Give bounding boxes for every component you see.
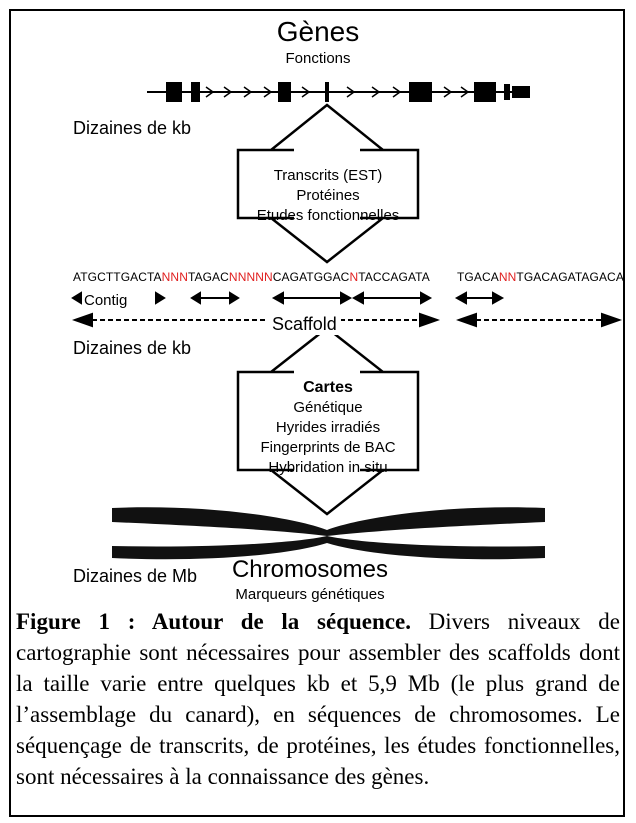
bottom-box-line: Génétique [293, 399, 363, 416]
scale-label-chromosome: Dizaines de Mb [73, 566, 198, 586]
exon-8 [512, 86, 530, 98]
bottom-box-line: Hybridation in situ [268, 459, 388, 476]
scale-label-genes: Dizaines de kb [73, 118, 192, 138]
exon-2 [191, 82, 200, 102]
double-arrow-top [236, 103, 420, 264]
chromosomes-subtitle: Marqueurs génétiques [235, 586, 385, 603]
contig-arrows [71, 291, 505, 305]
sequence-part-2: TGACANNTGACAGATAGACA [457, 270, 624, 284]
sequence-bases: TGACA [457, 270, 499, 284]
double-arrow-bottom [236, 326, 420, 516]
exon-4 [325, 82, 329, 102]
sequence-gap: NNNNN [228, 270, 273, 284]
genes-title: Gènes [276, 16, 360, 47]
chromosomes-title: Chromosomes [231, 556, 389, 583]
exon-5 [409, 82, 432, 102]
chromosome [112, 507, 545, 560]
scaffold-label: Scaffold [268, 314, 341, 335]
sequence-part-1: ATGCTTGACTANNNTAGACNNNNNCAGATGGACNTACCAG… [73, 270, 430, 284]
scale-label-scaffold: Dizaines de kb [73, 338, 192, 358]
bottom-box-title: Cartes [303, 379, 353, 396]
figure-frame [9, 9, 625, 817]
sequence-bases: TGACAGATAGACA [516, 270, 624, 284]
genes-subtitle: Fonctions [285, 50, 351, 67]
sequence-gap: NN [498, 270, 517, 284]
contig-text: Contig [84, 292, 128, 309]
sequence-bases: TACCAGATA [358, 270, 430, 284]
caption-text: Divers niveaux de cartographie sont néce… [16, 609, 620, 789]
bottom-box-text: Cartes Génétique Hyrides irradiés Finger… [238, 378, 418, 478]
top-box-line: Protéines [296, 187, 360, 204]
top-box-line: Transcrits (EST) [273, 167, 383, 184]
figure-caption: Figure 1 : Autour de la séquence. Divers… [16, 606, 620, 792]
top-box-line: Etudes fonctionnelles [256, 207, 400, 224]
exon-1 [166, 82, 182, 102]
exon-7 [504, 84, 510, 100]
sequence-gap: NNN [161, 270, 188, 284]
sequence-bases: CAGATGGAC [272, 270, 350, 284]
contig-label: Contig [84, 292, 127, 309]
exon-6 [474, 82, 496, 102]
bottom-box-line: Fingerprints de BAC [260, 439, 396, 456]
sequence-gap: N [349, 270, 359, 284]
figure-label: Figure 1 : Autour de la séquence. [16, 609, 411, 634]
gene-structure [147, 82, 530, 102]
scaffold-arrows [71, 312, 623, 328]
top-box-text: Transcrits (EST) Protéines Etudes foncti… [238, 166, 418, 226]
sequence-bases: TAGAC [187, 270, 229, 284]
bottom-box-line: Hyrides irradiés [275, 419, 381, 436]
sequence-bases: ATGCTTGACTA [73, 270, 162, 284]
exon-3 [278, 82, 291, 102]
